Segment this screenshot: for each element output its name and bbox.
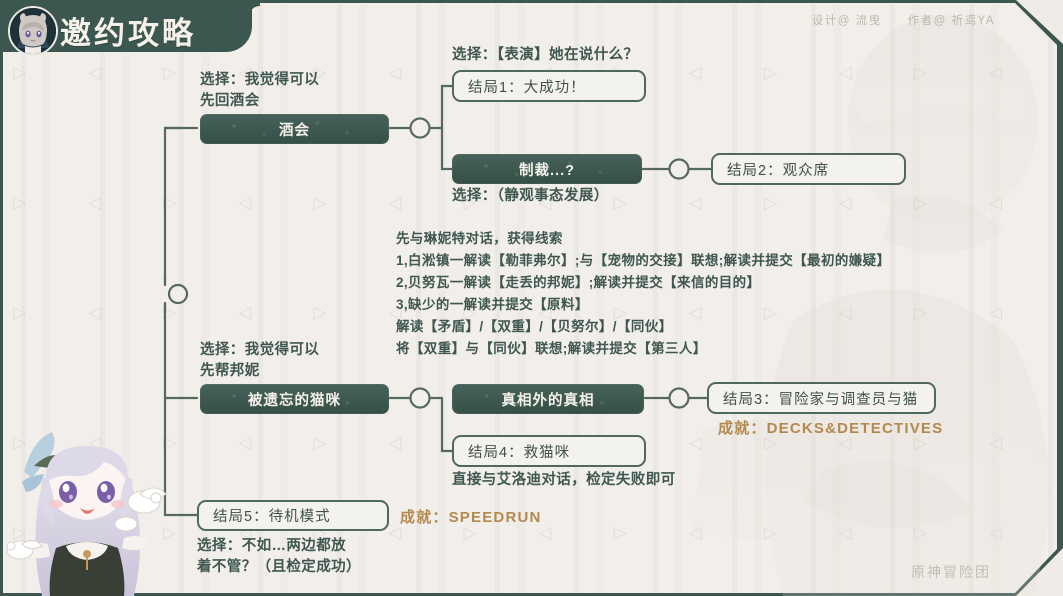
header-banner-curve [214,0,260,52]
node-forgotten-cat[interactable]: 被遗忘的猫咪 [200,384,389,414]
note-walkthrough-steps: 先与琳妮特对话，获得线索 1,白淞镇一解读【勒菲弗尔】;与【宠物的交接】联想;解… [396,231,891,356]
chibi-character-illustration [6,432,167,596]
avatar [8,6,58,56]
node-banquet[interactable]: 酒会 [200,114,389,144]
page-title: 邀约攻略 [60,16,196,52]
note-choice-watch: 选择：（静观事态发展） [452,188,609,204]
background-watermark-row: ▷◁▷◁▷◁▷◁▷◁▷◁▷◁ [13,303,1057,322]
achievement-speedrun: 成就：SPEEDRUN [400,509,542,526]
footer-watermark: 原神冒险团 [911,564,991,580]
node-label: 真相外的真相 [501,392,595,409]
achievement-decks-detectives: 成就：DECKS&DETECTIVES [718,420,944,437]
node-ending-5[interactable]: 结局5：待机模式 [197,500,389,531]
background-watermark-row: ▷◁▷◁▷◁▷◁▷◁▷◁▷◁ [13,193,1057,212]
credits: 设计@ 流曳 作者@ 祈鸢YA [812,12,995,28]
node-ending-2[interactable]: 结局2：观众席 [711,153,906,185]
node-ending-1[interactable]: 结局1：大成功！ [452,70,646,102]
node-label: 结局1：大成功！ [468,79,586,96]
note-hint-eloy: 直接与艾洛迪对话，检定失败即可 [452,472,676,488]
note-choice-bonny: 选择：我觉得可以 先帮邦妮 [200,342,320,379]
node-label: 结局2：观众席 [727,162,830,179]
node-label: 酒会 [279,122,310,139]
node-label: 被遗忘的猫咪 [248,392,341,409]
credit-author: 作者@ 祈鸢YA [907,15,995,27]
node-label: 结局4：救猫咪 [468,444,571,461]
node-label: 结局5：待机模式 [213,509,331,525]
node-sanction[interactable]: 制裁...? [452,154,642,184]
node-ending-4[interactable]: 结局4：救猫咪 [452,435,646,467]
note-choice-banquet: 选择：我觉得可以 先回酒会 [200,72,320,109]
node-truth-beyond-truth[interactable]: 真相外的真相 [452,384,644,414]
note-choice-leave: 选择：不如…两边都放 着不管？（且检定成功） [197,538,361,575]
credit-designer: 设计@ 流曳 [811,15,882,27]
node-label: 制裁...? [519,162,575,179]
note-choice-perform: 选择：【表演】她在说什么？ [452,47,639,63]
node-label: 结局3：冒险家与调查员与猫 [723,391,919,408]
node-ending-3[interactable]: 结局3：冒险家与调查员与猫 [707,382,936,414]
